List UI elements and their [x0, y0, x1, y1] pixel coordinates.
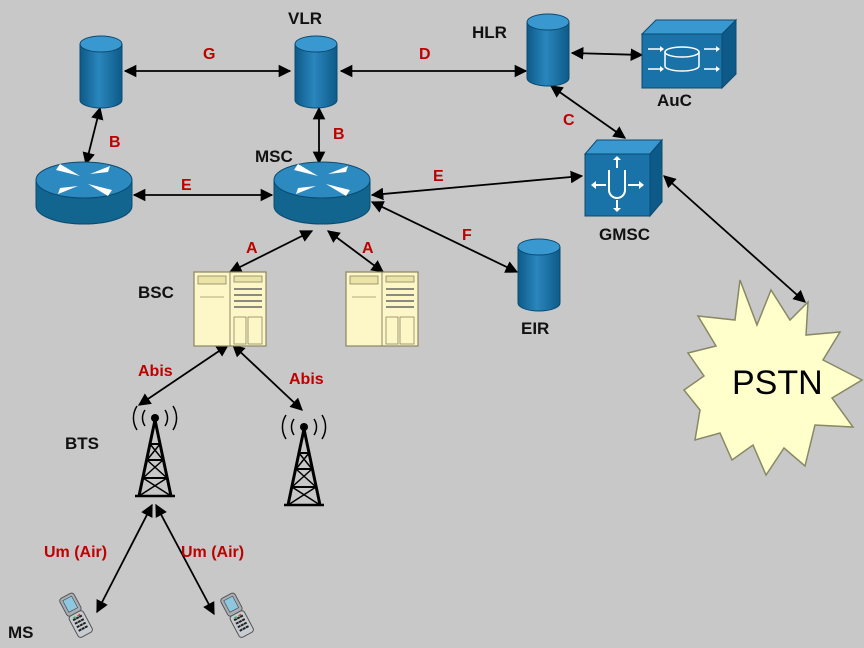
- interface-e-left-label: E: [181, 177, 192, 194]
- interface-b-left-label: B: [109, 134, 121, 151]
- link-a-right: [326, 230, 385, 273]
- explosion-icon: [682, 279, 864, 477]
- pstn-label: PSTN: [732, 364, 823, 402]
- phone-icon: [58, 591, 94, 639]
- interface-d-label: D: [419, 46, 431, 63]
- gmsc-label: GMSC: [599, 225, 650, 244]
- link-gmsc-pstn: [663, 175, 806, 303]
- link-a-left: [228, 230, 314, 273]
- auc-label: AuC: [657, 91, 692, 110]
- interface-c-label: C: [563, 112, 575, 129]
- msc-label: MSC: [255, 147, 293, 166]
- link-um-left: [96, 503, 153, 614]
- ms-label: MS: [8, 623, 34, 642]
- interface-um-right-label: Um (Air): [181, 544, 244, 561]
- hlr-cylinder-icon: [526, 13, 570, 87]
- interface-b-msc-label: B: [333, 126, 345, 143]
- cylinder-icon: [79, 35, 123, 109]
- interface-f-label: F: [462, 227, 472, 244]
- interface-um-left-label: Um (Air): [44, 544, 107, 561]
- link-abis-left: [137, 344, 230, 406]
- interface-abis-left-label: Abis: [138, 363, 173, 380]
- interface-a-left-label: A: [246, 240, 258, 257]
- hlr-label: HLR: [472, 23, 507, 42]
- eir-label: EIR: [521, 319, 549, 338]
- phone-icon-2: [219, 591, 255, 639]
- vlr-label: VLR: [288, 9, 322, 28]
- bsc-label: BSC: [138, 283, 174, 302]
- link-c: [549, 85, 627, 139]
- link-hlr-auc: [570, 47, 644, 61]
- link-abis-right: [232, 344, 303, 411]
- router-icon: [35, 161, 133, 225]
- tower-icon-2: [280, 413, 328, 507]
- switch-icon: [583, 138, 664, 218]
- link-e-right: [370, 170, 584, 201]
- auc-box-icon: [640, 18, 738, 90]
- bsc-cabinet-icon: [193, 271, 267, 347]
- link-um-right: [155, 503, 215, 616]
- links: [82, 47, 806, 616]
- msc-router-icon: [273, 161, 371, 225]
- interface-abis-right-label: Abis: [289, 371, 324, 388]
- bts-label: BTS: [65, 434, 99, 453]
- link-f: [370, 201, 519, 273]
- link-b-left: [82, 106, 104, 166]
- vlr-cylinder-icon: [294, 35, 338, 109]
- interface-e-right-label: E: [433, 168, 444, 185]
- interface-g-label: G: [203, 46, 215, 63]
- bsc-cabinet-icon-2: [345, 271, 419, 347]
- eir-cylinder-icon: [517, 238, 561, 312]
- interface-a-right-label: A: [362, 240, 374, 257]
- tower-icon: [131, 404, 179, 498]
